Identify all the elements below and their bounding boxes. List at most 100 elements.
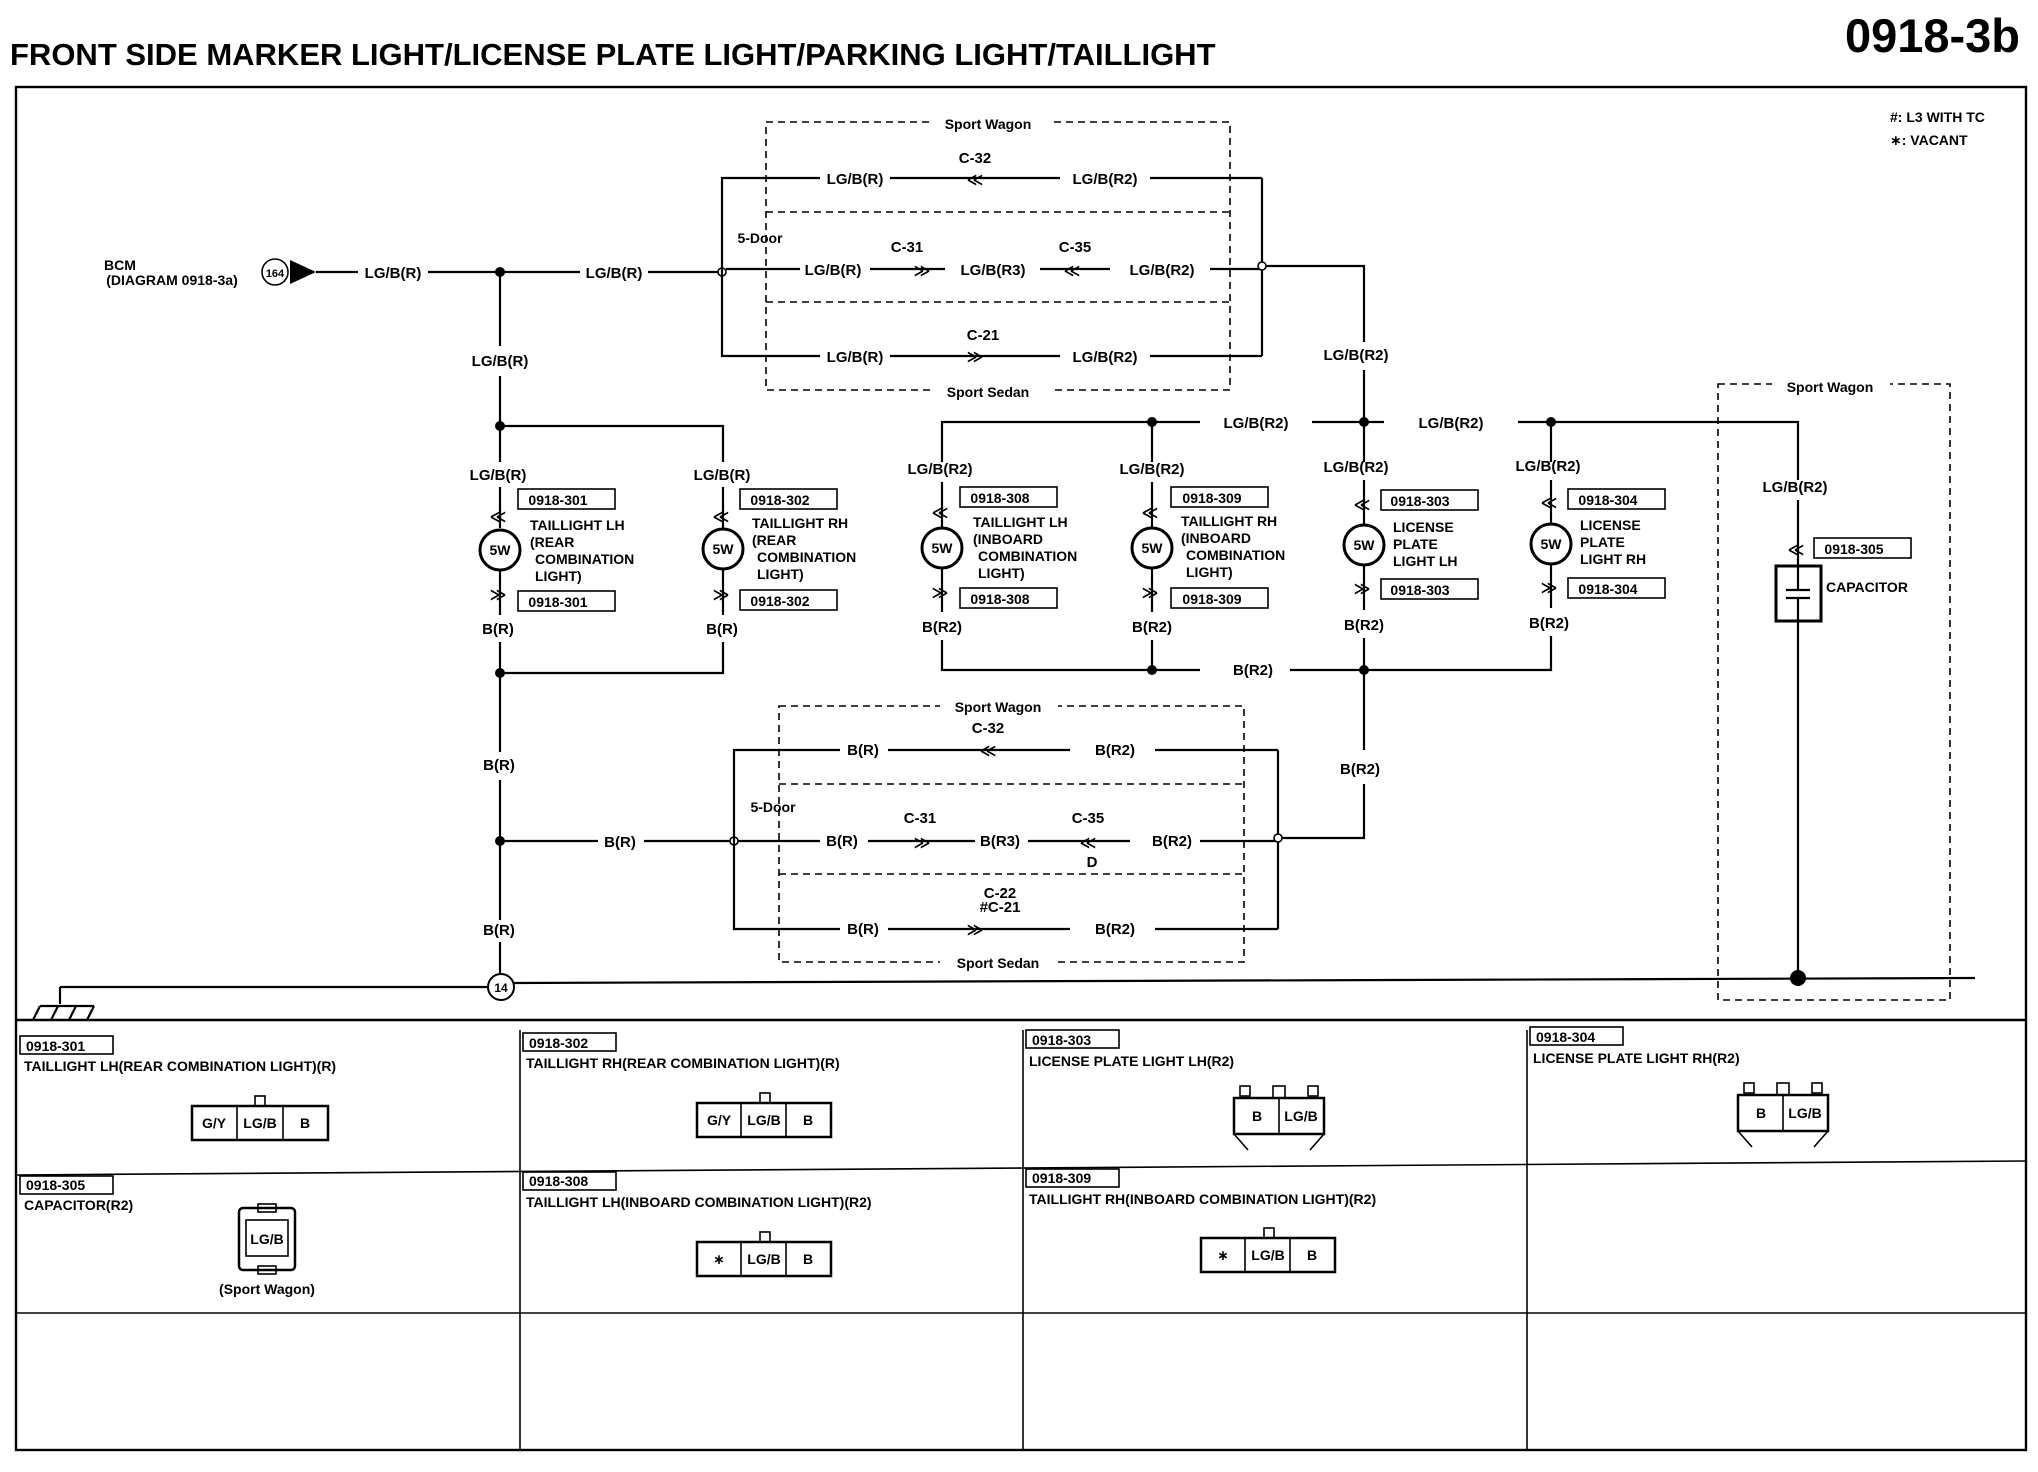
connector-chevron-icon: ≫ bbox=[490, 587, 507, 604]
wire-label: B(R) bbox=[847, 921, 879, 938]
wire-label-capacitor: LG/B(R2) bbox=[1763, 479, 1828, 496]
connector-symbol-c35: ≪ bbox=[1064, 263, 1081, 280]
wire-label: B(R2) bbox=[922, 619, 962, 636]
bcm-terminal-number: 164 bbox=[266, 268, 285, 280]
variant-label-sport-wagon: Sport Wagon bbox=[1787, 379, 1874, 395]
wire-label: LG/B(R2) bbox=[1073, 171, 1138, 188]
wire-label: B(R2) bbox=[1340, 761, 1380, 778]
cell-ref: 0918-304 bbox=[1536, 1029, 1595, 1045]
ref-box bbox=[1170, 486, 1269, 508]
wire-label: B(R2) bbox=[1152, 833, 1192, 850]
ground-point-circle bbox=[487, 973, 515, 1001]
bcm-label: BCM bbox=[104, 257, 136, 273]
variant-label-sport-sedan: Sport Sedan bbox=[957, 955, 1039, 971]
ref-box bbox=[1567, 488, 1666, 510]
legend-star: ∗: VACANT bbox=[1890, 132, 1968, 148]
cell-title: LICENSE PLATE LIGHT LH(R2) bbox=[1029, 1053, 1234, 1069]
wire-label: B(R2) bbox=[1132, 619, 1172, 636]
pin-label: ∗ bbox=[1217, 1247, 1229, 1263]
wire-label: B(R3) bbox=[980, 833, 1020, 850]
connector-chevron-icon: ≪ bbox=[713, 509, 730, 526]
bulb-desc-line: COMBINATION bbox=[978, 548, 1077, 564]
wire-r2-bus-left bbox=[940, 420, 1200, 462]
bulb-taillight-lh-inboard: LG/B(R2) ≪ 0918-308 5W TAILLIGHT LH (INB… bbox=[908, 461, 1078, 636]
connector-cell-0918-303: 0918-303 LICENSE PLATE LIGHT LH(R2) B LG… bbox=[1025, 1029, 1326, 1151]
component-ref: 0918-301 bbox=[528, 594, 587, 610]
pin-label: B bbox=[1307, 1247, 1317, 1263]
bulb-desc-line: COMBINATION bbox=[535, 551, 634, 567]
bcm-terminal-circle bbox=[261, 258, 289, 286]
wire-label: B(R2) bbox=[1095, 742, 1135, 759]
connector-face: ∗ LG/B B bbox=[695, 1231, 833, 1278]
ground-icon bbox=[32, 987, 95, 1021]
connector-cell-0918-304: 0918-304 LICENSE PLATE LIGHT RH(R2) B LG… bbox=[1529, 1026, 1830, 1148]
bcm-output-arrow bbox=[290, 260, 316, 284]
wire-label: B(R) bbox=[483, 922, 515, 939]
bulb-desc-line: COMBINATION bbox=[1186, 547, 1285, 563]
page-number: 0918-3b bbox=[1845, 9, 2020, 62]
connector-chevron-icon: ≫ bbox=[932, 585, 949, 602]
wire-br2-down bbox=[1280, 784, 1366, 840]
bulb-rating: 5W bbox=[1142, 540, 1164, 556]
pin-label: G/Y bbox=[707, 1112, 732, 1128]
wire-label: LG/B(R) bbox=[472, 353, 529, 370]
connector-chevron-icon: ≪ bbox=[1142, 505, 1159, 522]
variant-label-sport-wagon: Sport Wagon bbox=[955, 699, 1042, 715]
connector-chevron-icon: ≪ bbox=[1541, 495, 1558, 512]
bulb-license-plate-lh: LG/B(R2) ≪ 0918-303 5W LICENSE PLATE LIG… bbox=[1324, 459, 1479, 634]
wire-br2-bus-right bbox=[1290, 636, 1553, 672]
wire-label: LG/B(R) bbox=[470, 467, 527, 484]
bulb-desc-line: LIGHT RH bbox=[1580, 551, 1646, 567]
connector-label-c31: C-31 bbox=[904, 810, 937, 827]
connector-symbol-c22: ≫ bbox=[967, 922, 984, 939]
connector-label-c21: C-21 bbox=[967, 327, 1000, 344]
pin-label: LG/B bbox=[747, 1112, 780, 1128]
ref-box bbox=[1567, 577, 1666, 599]
connector-chevron-icon: ≫ bbox=[713, 587, 730, 604]
connector-label-c35: C-35 bbox=[1072, 810, 1105, 827]
connector-cell-0918-305: 0918-305 CAPACITOR(R2) LG/B (Sport Wagon… bbox=[19, 1175, 315, 1297]
connector-label-c31: C-31 bbox=[891, 239, 924, 256]
bulb-desc-line: TAILLIGHT RH bbox=[752, 515, 848, 531]
ref-box bbox=[517, 488, 616, 510]
connector-face: LG/B bbox=[237, 1203, 297, 1275]
bulb-desc-line: LIGHT) bbox=[535, 568, 582, 584]
variant-label-sport-wagon: Sport Wagon bbox=[945, 116, 1032, 132]
legend-hash: #: L3 WITH TC bbox=[1890, 109, 1985, 125]
connector-chevron-icon: ≪ bbox=[1354, 497, 1371, 514]
ref-box bbox=[1380, 578, 1479, 600]
ref-box bbox=[1813, 537, 1912, 559]
pin-label: LG/B bbox=[747, 1251, 780, 1267]
wire-label: LG/B(R2) bbox=[1130, 262, 1195, 279]
wire-label: LG/B(R2) bbox=[908, 461, 973, 478]
diagram-frame bbox=[14, 85, 2028, 1452]
wire-label: B(R2) bbox=[1344, 617, 1384, 634]
pin-label: LG/B bbox=[243, 1115, 276, 1131]
connector-label-c22: C-22 bbox=[984, 885, 1017, 902]
bulb-rating: 5W bbox=[490, 542, 512, 558]
wire-label: B(R2) bbox=[1095, 921, 1135, 938]
page-title: FRONT SIDE MARKER LIGHT/LICENSE PLATE LI… bbox=[10, 37, 1216, 72]
wire-label: B(R) bbox=[483, 757, 515, 774]
merge-node bbox=[1257, 261, 1267, 271]
connector-face: B LG/B bbox=[1736, 1082, 1830, 1148]
cell-ref: 0918-303 bbox=[1032, 1032, 1091, 1048]
component-ref: 0918-303 bbox=[1390, 582, 1449, 598]
connector-face: B LG/B bbox=[1232, 1085, 1326, 1151]
wire-label: B(R) bbox=[604, 834, 636, 851]
cell-title: TAILLIGHT RH(REAR COMBINATION LIGHT)(R) bbox=[526, 1055, 840, 1071]
wire-label: B(R) bbox=[826, 833, 858, 850]
component-ref: 0918-302 bbox=[750, 593, 809, 609]
wire-label: LG/B(R2) bbox=[1516, 458, 1581, 475]
bulb-desc-line: TAILLIGHT LH bbox=[530, 517, 625, 533]
cell-ref: 0918-309 bbox=[1032, 1170, 1091, 1186]
pin-label: B bbox=[803, 1251, 813, 1267]
wire-label: B(R2) bbox=[1529, 615, 1569, 632]
cell-ref: 0918-301 bbox=[26, 1038, 85, 1054]
bulb-taillight-rh-inboard: LG/B(R2) ≪ 0918-309 5W TAILLIGHT RH (INB… bbox=[1120, 461, 1286, 636]
connector-symbol-c32: ≪ bbox=[980, 743, 997, 760]
bcm-diagram-ref: (DIAGRAM 0918-3a) bbox=[106, 272, 237, 288]
connector-chevron-icon: ≪ bbox=[490, 509, 507, 526]
bulb-rating: 5W bbox=[1541, 536, 1563, 552]
variant-box-capacitor bbox=[1717, 383, 1951, 1001]
